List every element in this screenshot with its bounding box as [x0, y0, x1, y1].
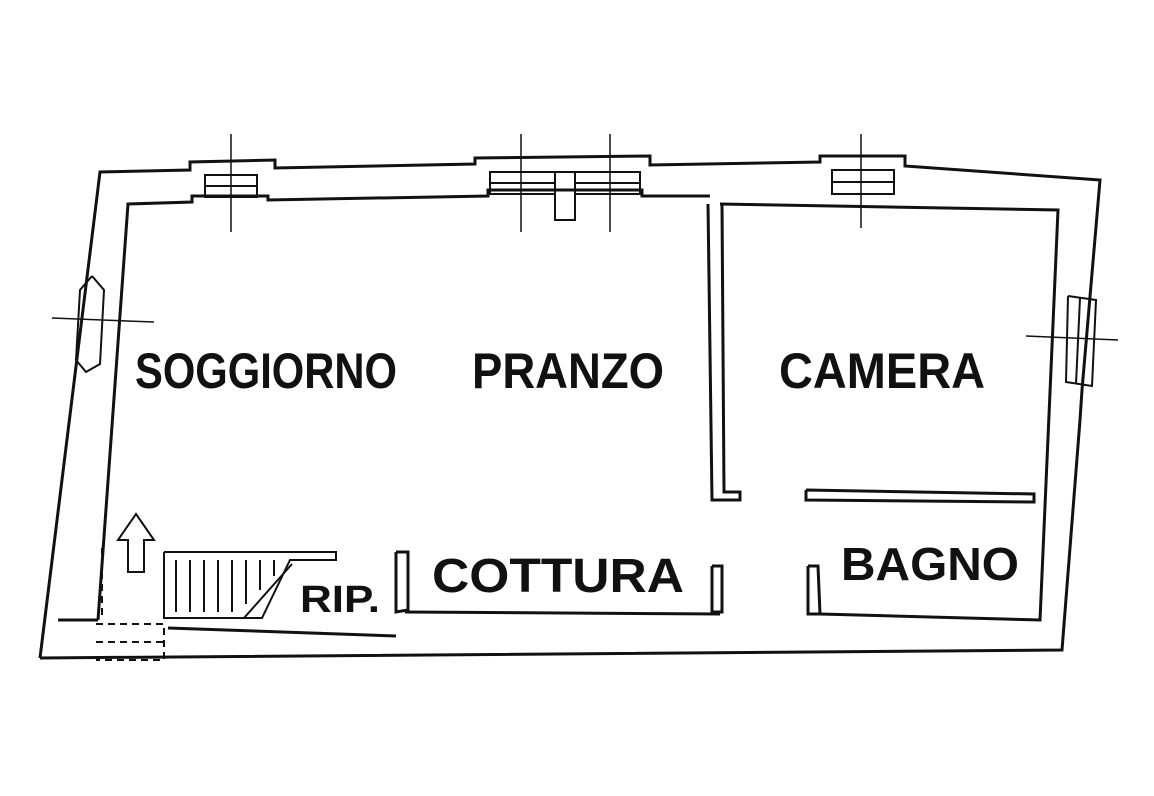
- room-label-pranzo: PRANZO: [472, 343, 664, 399]
- staircase: [96, 548, 337, 661]
- room-label-camera: CAMERA: [779, 343, 985, 399]
- outer-walls: [38, 154, 1102, 660]
- room-label-cottura: COTTURA: [432, 550, 684, 603]
- room-label-ripostiglio: RIP.: [300, 579, 380, 621]
- room-label-bagno: BAGNO: [841, 538, 1019, 590]
- axis-lines: [51, 134, 1119, 341]
- room-label-soggiorno: SOGGIORNO: [135, 343, 397, 399]
- up-arrow-icon: [116, 512, 156, 573]
- windows: [74, 169, 1098, 388]
- interior-walls: [167, 203, 1036, 638]
